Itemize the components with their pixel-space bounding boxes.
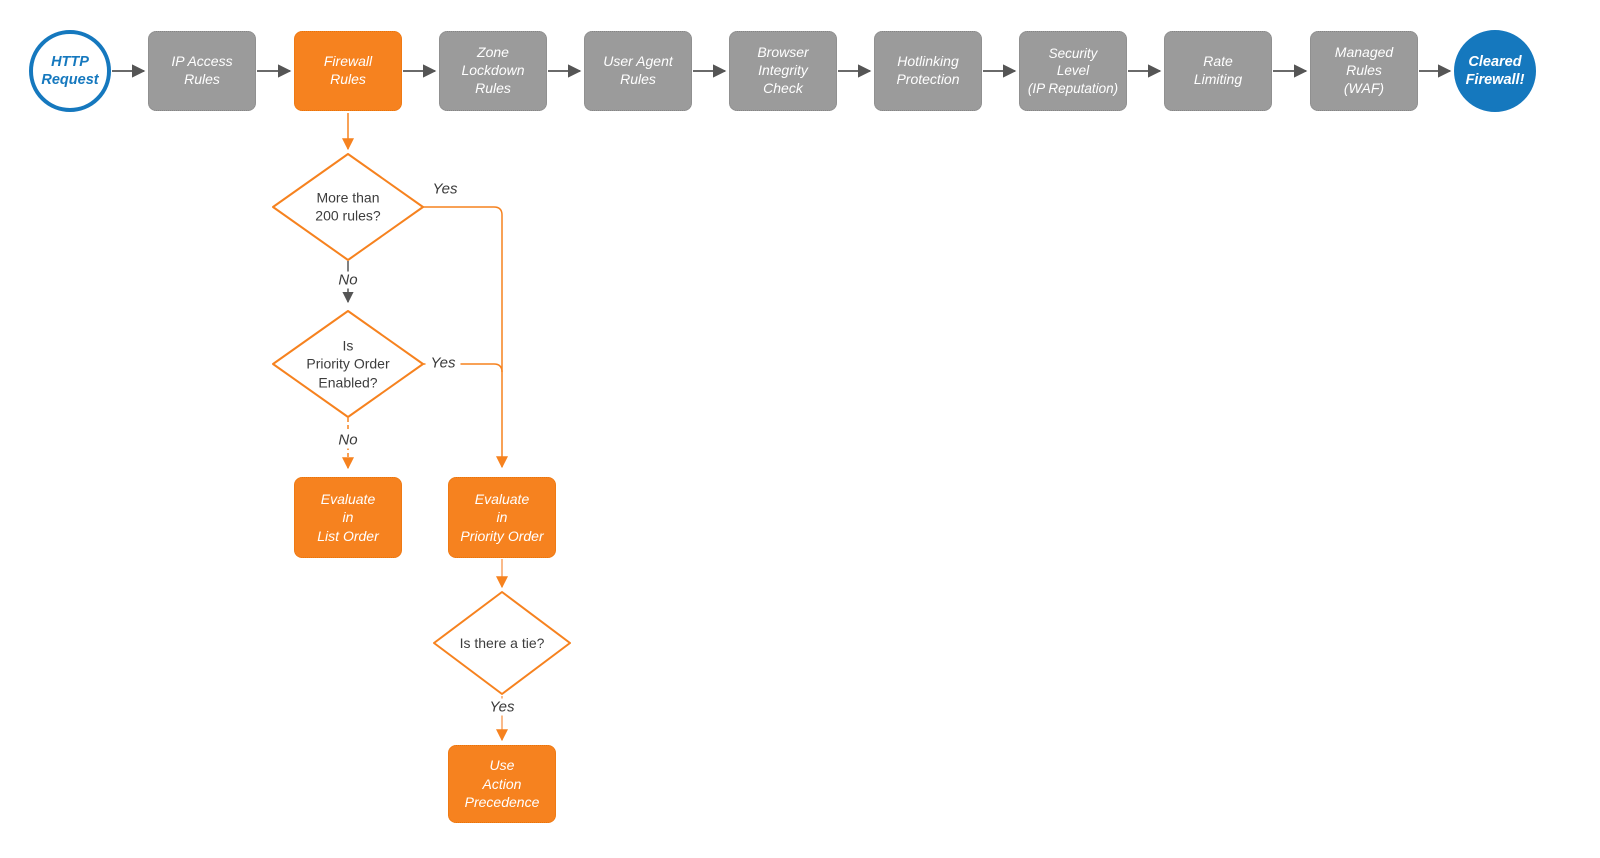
diamond-tie [433,591,571,695]
node-http-request: HTTP Request [29,30,111,112]
node-hotlinking-protection: Hotlinking Protection [874,31,982,111]
diamond-priority-order [272,310,424,418]
edge-yes-rule-count [423,206,508,469]
edge-label-no-rule-count: No [333,271,363,289]
edge-label-no-priority: No [333,431,363,449]
node-security-level: Security Level (IP Reputation) [1019,31,1127,111]
node-user-agent-rules: User Agent Rules [584,31,692,111]
decision-tie-label: Is there a tie? [459,634,545,651]
edge-label-yes-rule-count: Yes [427,180,463,198]
edge-label-yes-tie: Yes [484,698,520,716]
node-ip-access-rules: IP Access Rules [148,31,256,111]
node-browser-integrity-check: Browser Integrity Check [729,31,837,111]
node-firewall-rules: Firewall Rules [294,31,402,111]
node-managed-rules-waf: Managed Rules (WAF) [1310,31,1418,111]
node-zone-lockdown-rules: Zone Lockdown Rules [439,31,547,111]
node-cleared-firewall: Cleared Firewall! [1454,30,1536,112]
node-evaluate-priority-order: Evaluate in Priority Order [448,477,556,558]
decision-priority-order-label: Is Priority Order Enabled? [306,337,390,391]
node-rate-limiting: Rate Limiting [1164,31,1272,111]
decision-rule-count-label: More than 200 rules? [315,189,381,224]
edge-yes-priority [423,363,503,373]
node-evaluate-list-order: Evaluate in List Order [294,477,402,558]
edge-label-yes-priority: Yes [425,354,461,372]
decision-diamonds [272,153,571,695]
node-use-action-precedence: Use Action Precedence [448,745,556,823]
diamond-rule-count [272,153,424,261]
